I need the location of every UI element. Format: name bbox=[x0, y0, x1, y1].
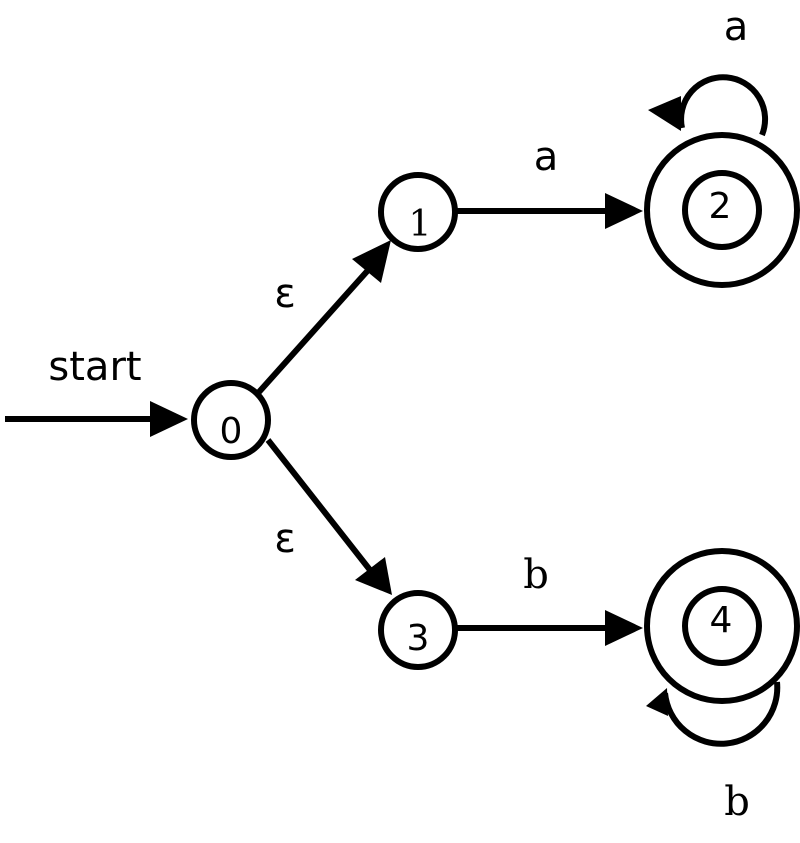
state-0-label: 0 bbox=[220, 411, 243, 452]
edge-1-to-2-label: a bbox=[534, 134, 559, 180]
state-0: 0 bbox=[191, 380, 271, 460]
state-2-label: 2 bbox=[709, 186, 732, 227]
state-3: 3 bbox=[378, 590, 458, 670]
state-2: 2 bbox=[644, 132, 800, 288]
edge-3-to-4 bbox=[456, 610, 643, 646]
edge-0-to-1 bbox=[256, 240, 391, 395]
edge-0-to-3-label: ε bbox=[274, 516, 296, 562]
self-loop-2 bbox=[648, 74, 769, 137]
state-1-label: 1 bbox=[409, 204, 432, 245]
edge-0-to-1-label: ε bbox=[274, 271, 296, 317]
self-loop-4-label: b bbox=[724, 779, 750, 825]
state-3-label: 3 bbox=[407, 618, 430, 659]
self-loop-2-label: a bbox=[724, 4, 749, 50]
self-loop-4 bbox=[646, 681, 781, 747]
edge-1-to-2 bbox=[456, 193, 643, 229]
start-arrow bbox=[5, 401, 188, 437]
edge-3-to-4-label: b bbox=[523, 552, 549, 598]
start-label: start bbox=[48, 344, 141, 390]
edge-0-to-3 bbox=[265, 438, 392, 595]
state-4: 4 bbox=[644, 548, 800, 704]
state-1: 1 bbox=[378, 172, 458, 252]
state-4-label: 4 bbox=[710, 600, 733, 641]
